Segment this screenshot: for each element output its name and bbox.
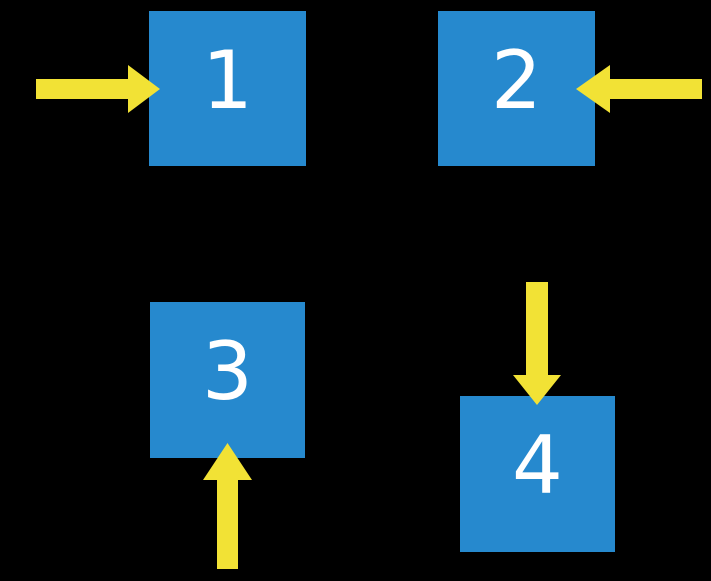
- box-2: 2: [438, 11, 595, 166]
- box-1-label: 1: [202, 33, 253, 127]
- arrow-right-icon: [36, 65, 160, 113]
- box-3: 3: [150, 302, 305, 458]
- box-4: 4: [460, 396, 615, 552]
- arrow-left-icon: [576, 65, 702, 113]
- box-1: 1: [149, 11, 306, 166]
- arrow-up-icon: [203, 443, 252, 569]
- box-2-label: 2: [491, 33, 542, 127]
- arrow-down-icon: [513, 282, 561, 405]
- box-3-label: 3: [202, 325, 253, 418]
- box-4-label: 4: [512, 419, 563, 512]
